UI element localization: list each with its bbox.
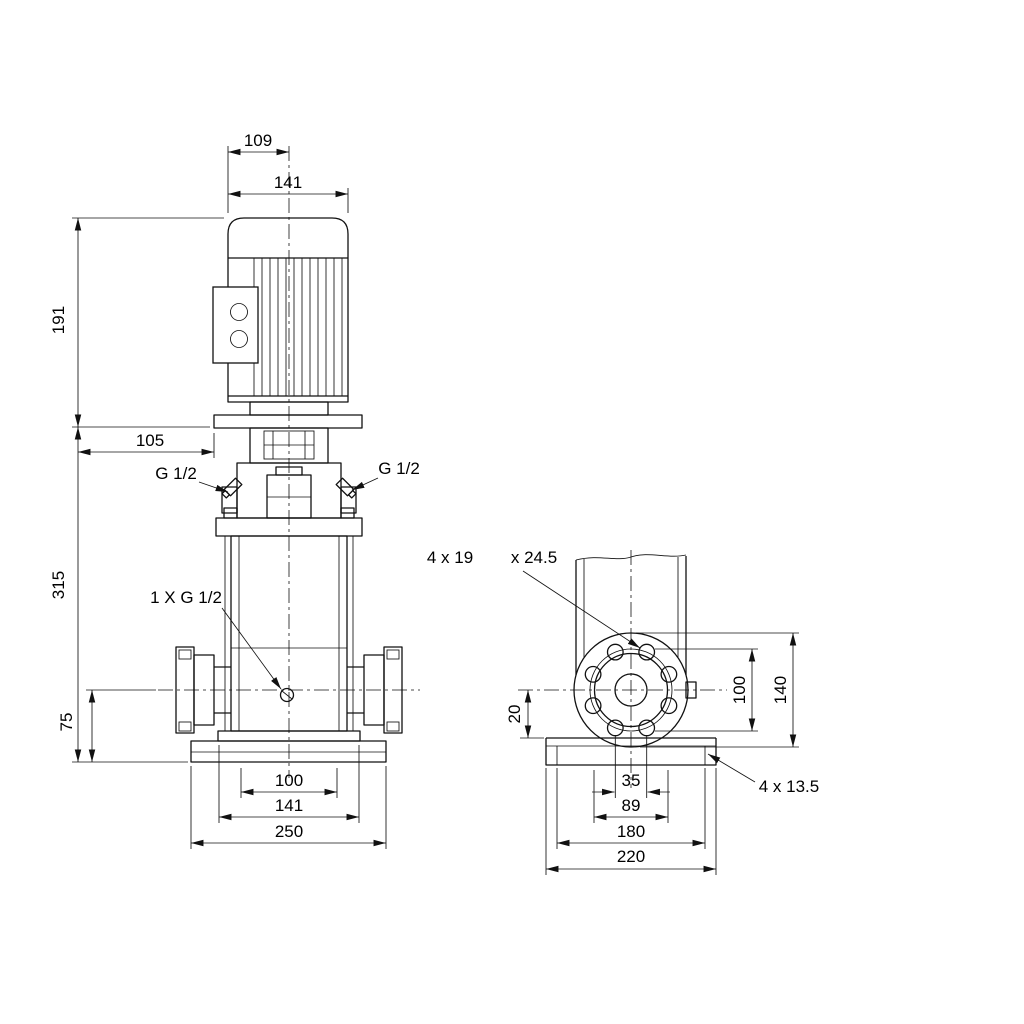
dim-label-100-side: 100 xyxy=(730,676,749,704)
dim-label-35: 35 xyxy=(622,771,641,790)
flange-countersink-label: x 24.5 xyxy=(511,548,557,567)
dim-label-105: 105 xyxy=(136,431,164,450)
dim-label-20: 20 xyxy=(505,705,524,724)
dimension-labels-front: 109 141 191 105 G 1/2 G 1/2 315 1 X G 1/… xyxy=(49,131,420,841)
discharge-flange xyxy=(347,646,403,734)
coupling xyxy=(263,430,315,460)
flange-bolt-holes xyxy=(584,643,678,737)
dim-label-180: 180 xyxy=(617,822,645,841)
dimension-lines-front xyxy=(72,146,387,849)
base-holes-label: 4 x 13.5 xyxy=(759,777,820,796)
gauge-plug-left xyxy=(221,477,243,499)
motor xyxy=(212,217,349,403)
dim-label-141-top: 141 xyxy=(274,173,302,192)
pump-head xyxy=(215,462,363,537)
dim-label-140: 140 xyxy=(771,676,790,704)
dimension-lines-side xyxy=(520,570,799,875)
pump-column xyxy=(575,554,687,675)
gauge-plug-right xyxy=(335,477,357,499)
flange-tab xyxy=(685,681,697,699)
dim-label-191: 191 xyxy=(49,306,68,334)
port-label-g12-left: G 1/2 xyxy=(155,464,197,483)
flange-face-circle xyxy=(573,632,697,748)
motor-stool xyxy=(213,401,363,464)
side-view: 4 x 19 x 24.5 20 100 140 35 89 180 220 4… xyxy=(427,548,819,875)
dimension-labels-side: 4 x 19 x 24.5 20 100 140 35 89 180 220 4… xyxy=(427,548,819,866)
pump-base-front xyxy=(190,730,387,763)
dim-label-109: 109 xyxy=(244,131,272,150)
suction-flange xyxy=(175,646,231,734)
drain-plug xyxy=(279,687,295,703)
dim-label-100-front: 100 xyxy=(275,771,303,790)
drain-port-label: 1 X G 1/2 xyxy=(150,588,222,607)
dim-label-220: 220 xyxy=(617,847,645,866)
dim-label-75: 75 xyxy=(57,713,76,732)
dim-label-250: 250 xyxy=(275,822,303,841)
terminal-box xyxy=(212,286,259,364)
dim-label-141-bottom: 141 xyxy=(275,796,303,815)
port-label-g12-right: G 1/2 xyxy=(378,459,420,478)
mounting-base-side xyxy=(545,737,717,766)
center-lines-front xyxy=(158,146,420,778)
center-lines-side xyxy=(518,550,727,788)
dim-label-315: 315 xyxy=(49,571,68,599)
motor-fins xyxy=(253,258,343,396)
flange-holes-label: 4 x 19 xyxy=(427,548,473,567)
front-view: 109 141 191 105 G 1/2 G 1/2 315 1 X G 1/… xyxy=(49,131,420,849)
dim-label-89: 89 xyxy=(622,796,641,815)
